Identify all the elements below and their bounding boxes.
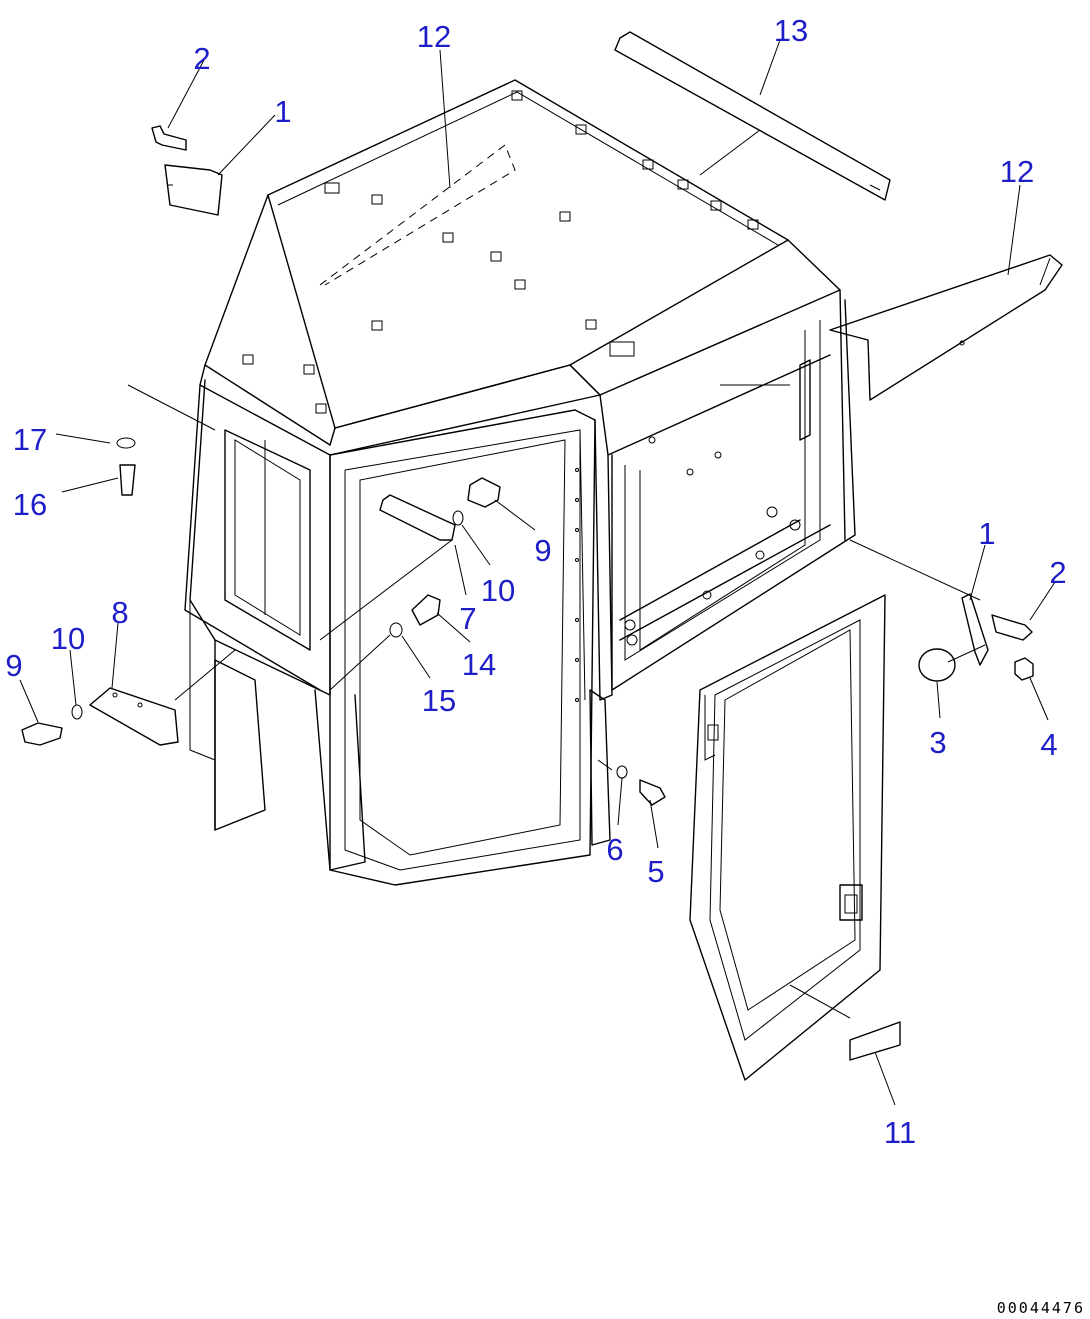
nut-4: [1014, 657, 1034, 681]
callout-c9: 7: [459, 601, 476, 636]
callout-c6: 16: [13, 487, 47, 522]
callout-c20: 5: [647, 854, 664, 889]
bolt-14: [411, 594, 441, 626]
callout-c16: 2: [1049, 555, 1066, 590]
washer-15: [389, 622, 403, 638]
callout-c18: 4: [1040, 727, 1057, 762]
washer-10-left: [71, 704, 83, 720]
callout-c12: 8: [111, 595, 128, 630]
mirror-3: [918, 648, 956, 682]
callout-c15: 1: [978, 516, 995, 551]
hinge-8: [89, 687, 179, 746]
bolt-9-middle: [467, 477, 501, 508]
roof-strip-12-right: [829, 254, 1063, 401]
bolt-2-right: [991, 614, 1033, 641]
roof-strip-13: [614, 31, 891, 201]
door-panel: [689, 594, 886, 1081]
callout-c21: 11: [884, 1115, 916, 1150]
callout-c11: 15: [422, 683, 456, 718]
callout-c14: 9: [5, 648, 22, 683]
washer-10-middle: [452, 510, 464, 526]
callout-c17: 3: [929, 725, 946, 760]
callout-c19: 6: [606, 832, 623, 867]
bolt-9-left: [21, 722, 63, 746]
bolt-5: [639, 779, 666, 806]
pillar-holes: [575, 468, 579, 702]
callout-c5: 17: [13, 422, 47, 457]
callout-c8: 10: [481, 573, 515, 608]
washer-17: [116, 437, 136, 449]
callout-c7: 9: [534, 533, 551, 568]
callout-c13: 10: [51, 621, 85, 656]
frame-bolts: [624, 436, 801, 646]
callout-c3: 13: [774, 13, 808, 48]
mirror-bracket-upper: [151, 125, 223, 216]
callout-c4: 12: [1000, 154, 1034, 189]
bolt-16: [119, 464, 136, 496]
hinge-bar-7: [379, 494, 456, 541]
washer-6: [616, 765, 628, 779]
cab-body: [184, 79, 856, 886]
leader-lines: [19, 39, 1056, 1106]
callout-c1a: 2: [193, 41, 210, 76]
mirror-bracket-right: [961, 593, 989, 666]
plate-11: [849, 1021, 901, 1061]
roof-bolts: [242, 90, 759, 414]
callout-c1b: 1: [274, 94, 291, 129]
callout-c10: 14: [462, 647, 496, 682]
document-id: 00044476: [997, 1299, 1085, 1317]
callout-c2: 12: [417, 19, 451, 54]
